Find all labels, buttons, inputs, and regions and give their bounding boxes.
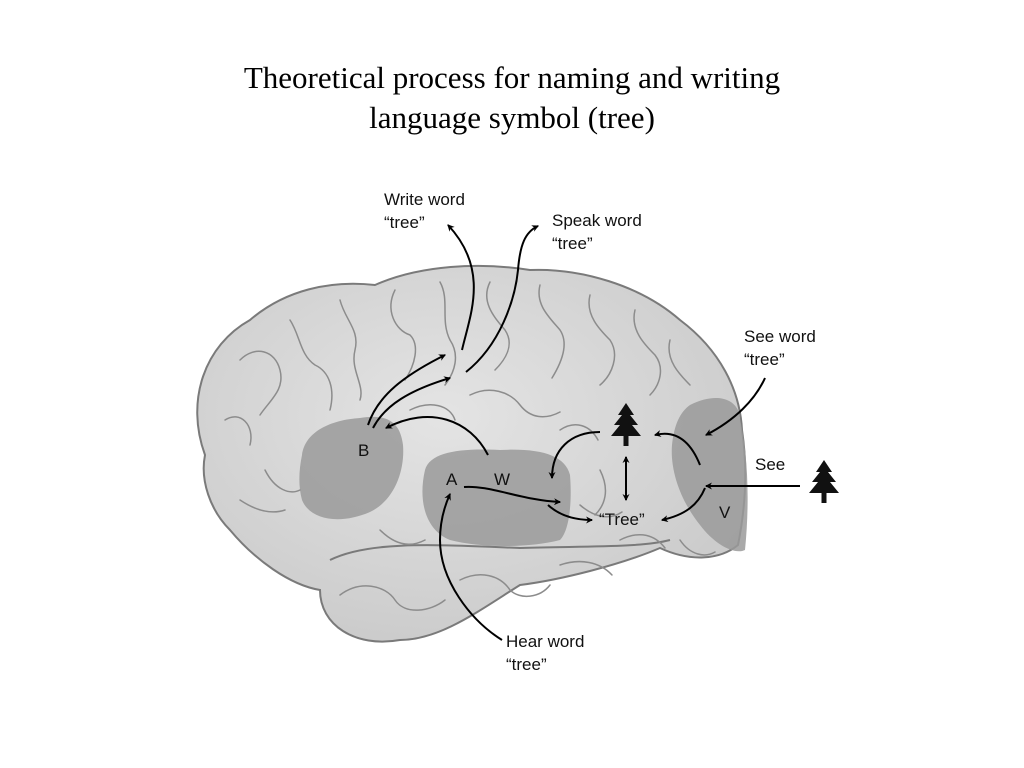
hear-word-label-line2: “tree”	[506, 655, 547, 674]
temporal-lobe	[329, 539, 671, 561]
tree-word-label: “Tree”	[599, 510, 645, 529]
write-word-label-line1: Write word	[384, 190, 465, 209]
area-v-label: V	[719, 503, 731, 522]
hear-word-label-line1: Hear word	[506, 632, 584, 651]
title-line-2: language symbol (tree)	[369, 100, 655, 135]
see-label: See	[755, 455, 785, 474]
slide-title: Theoretical process for naming and writi…	[0, 58, 1024, 138]
arrow-icon	[548, 431, 601, 480]
arrow-icon	[547, 504, 594, 524]
broca-area	[299, 416, 404, 520]
title-line-1: Theoretical process for naming and writi…	[243, 60, 781, 95]
area-a-label: A	[446, 470, 458, 489]
sulci	[224, 281, 716, 611]
tree-icon	[611, 403, 641, 446]
see-word-label-line2: “tree”	[744, 350, 785, 369]
arrow-icon	[465, 225, 539, 373]
arrow-icon	[660, 487, 706, 523]
area-b-label: B	[358, 441, 369, 460]
wernicke-area	[422, 449, 571, 546]
speak-word-label-line2: “tree”	[552, 234, 593, 253]
speak-word-label-line1: Speak word	[552, 211, 642, 230]
arrow-icon	[653, 430, 701, 466]
diagram-labels: Write word “tree” Speak word “tree” See …	[358, 190, 816, 674]
write-word-label-line2: “tree”	[384, 213, 425, 232]
arrow-icon	[372, 376, 452, 429]
arrow-icon	[447, 224, 475, 351]
arrow-icon	[705, 377, 766, 436]
arrow-icon	[367, 354, 446, 426]
pathway-arrows	[367, 224, 800, 641]
area-w-label: W	[494, 470, 510, 489]
arrow-icon	[438, 493, 503, 641]
highlight-regions	[299, 398, 748, 552]
arrow-icon	[463, 485, 562, 506]
arrow-icon	[385, 416, 489, 456]
see-word-label-line1: See word	[744, 327, 816, 346]
visual-area	[671, 398, 748, 552]
tree-icon	[809, 460, 839, 503]
